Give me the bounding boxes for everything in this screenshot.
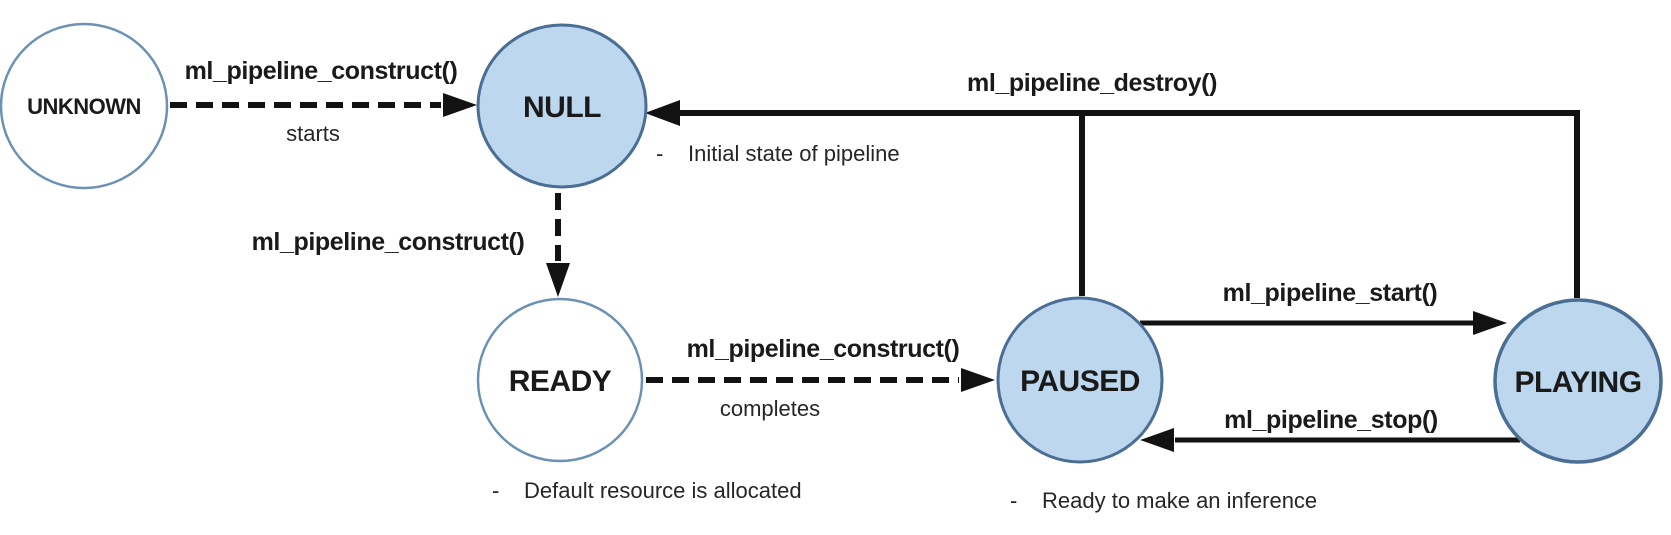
note-paused-bullet: -: [1010, 488, 1017, 513]
state-playing-label: PLAYING: [1514, 366, 1641, 399]
transition-construct-completes-label: ml_pipeline_construct(): [687, 335, 960, 363]
transition-destroy-line: [679, 110, 1580, 298]
state-unknown-circle: [0, 22, 169, 190]
arrowhead-right-icon: [443, 93, 477, 117]
transition-destroy-label: ml_pipeline_destroy(): [967, 69, 1217, 97]
state-unknown-label: UNKNOWN: [27, 94, 141, 119]
transition-construct-starts-label: ml_pipeline_construct(): [185, 57, 458, 85]
state-ready-circle: [476, 297, 644, 463]
state-null-circle: [476, 23, 648, 189]
transition-completes-sublabel: completes: [720, 396, 820, 421]
arrowhead-right-icon: [961, 368, 995, 392]
state-playing-circle: [1493, 298, 1663, 464]
note-ready-bullet: -: [492, 478, 499, 503]
arrowhead-right-icon: [1473, 311, 1507, 335]
note-paused-text: Ready to make an inference: [1042, 488, 1317, 513]
transition-start-label: ml_pipeline_start(): [1223, 279, 1438, 307]
transition-stop-label: ml_pipeline_stop(): [1224, 406, 1438, 434]
arrowhead-left-icon: [645, 100, 680, 126]
transition-construct-vertical-label: ml_pipeline_construct(): [252, 228, 525, 256]
state-null-label: NULL: [523, 91, 601, 124]
arrowhead-down-icon: [546, 263, 570, 297]
state-paused-circle: [996, 296, 1164, 464]
note-ready-text: Default resource is allocated: [524, 478, 802, 503]
arrowhead-left-icon: [1140, 428, 1174, 452]
state-paused-label: PAUSED: [1020, 365, 1140, 398]
transition-starts-sublabel: starts: [286, 121, 340, 146]
note-null-text: Initial state of pipeline: [688, 141, 900, 166]
state-ready-label: READY: [509, 365, 612, 398]
note-null-bullet: -: [656, 141, 663, 166]
